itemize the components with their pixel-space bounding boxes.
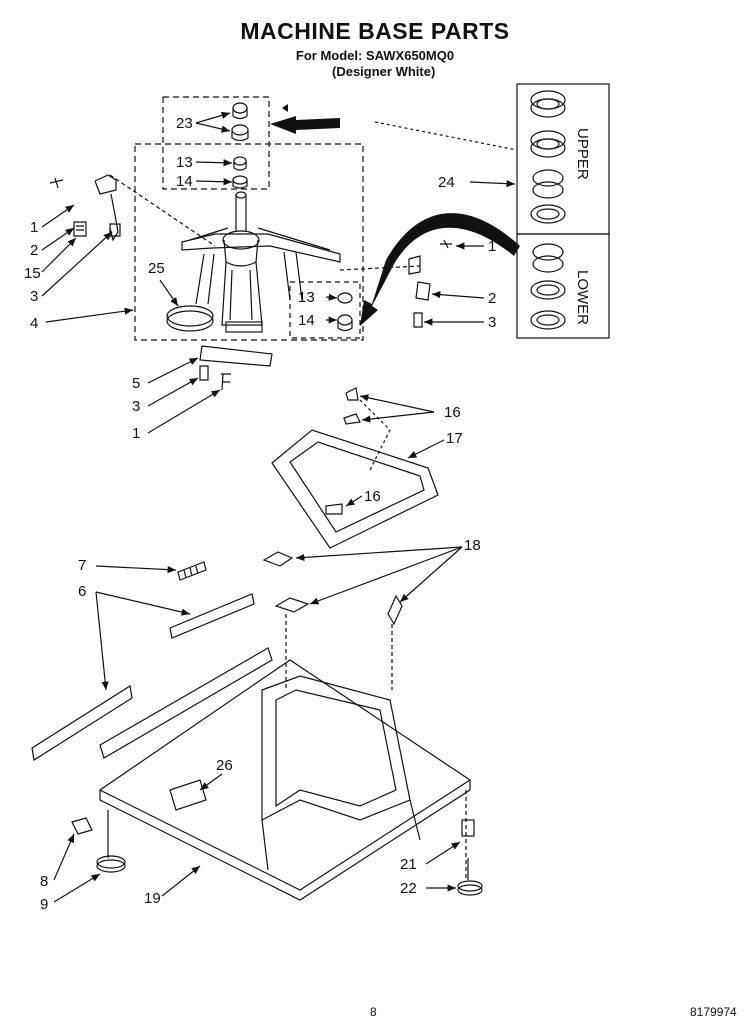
callout-23: 23: [176, 115, 193, 132]
document-number: 8179974: [690, 1005, 737, 1019]
callout-3-left: 3: [30, 288, 38, 305]
callout-labels: 23 13 14 1 2 15 3 4 25 24 13 14 1 2 3 5 …: [24, 115, 496, 913]
callout-14-right: 14: [298, 312, 315, 329]
transmission-assembly: [181, 191, 341, 333]
callout-19: 19: [144, 890, 161, 907]
callout-15: 15: [24, 265, 41, 282]
callout-22: 22: [400, 880, 417, 897]
inset-lower-box: [516, 233, 610, 339]
callout-21: 21: [400, 856, 417, 873]
callout-3-lower: 3: [132, 398, 140, 415]
callout-3-right: 3: [488, 314, 496, 331]
bearing-stack: [231, 102, 249, 189]
rails-6: [31, 593, 255, 761]
callout-26: 26: [216, 757, 233, 774]
callout-2-left: 2: [30, 242, 38, 259]
callout-18: 18: [464, 537, 481, 554]
upper-detail-box: [162, 96, 270, 190]
callout-8: 8: [40, 873, 48, 890]
callout-5: 5: [132, 375, 140, 392]
page-number: 8: [370, 1005, 377, 1019]
lower-left-bracket: [199, 345, 273, 391]
inset-lower-label: LOWER: [574, 270, 591, 325]
callout-25: 25: [148, 260, 165, 277]
callout-24: 24: [438, 174, 455, 191]
callout-14-top: 14: [176, 173, 193, 190]
small-arrow-mark: [282, 104, 288, 112]
callout-17: 17: [446, 430, 463, 447]
callout-16-top: 16: [444, 404, 461, 421]
inset-seals: [530, 90, 566, 330]
transmission-box: [134, 143, 364, 341]
bold-arrow-curved: [360, 213, 520, 326]
inset-upper-label: UPPER: [574, 128, 591, 180]
foot-left: [71, 810, 126, 873]
spring-7: [177, 561, 207, 581]
pads-18: [262, 551, 403, 690]
callout-13-right: 13: [298, 289, 315, 306]
callout-16-lower: 16: [364, 488, 381, 505]
foot-right: [457, 790, 483, 896]
pan-frame-17: [271, 387, 439, 549]
model-line: For Model: SAWX650MQ0: [295, 48, 455, 63]
callout-7: 7: [78, 557, 86, 574]
callout-6: 6: [78, 583, 86, 600]
ring-25: [166, 305, 214, 332]
machine-base-19: [98, 647, 472, 901]
right-bracket-parts: [408, 239, 452, 328]
page-title: MACHINE BASE PARTS: [240, 18, 510, 44]
callout-13-top: 13: [176, 154, 193, 171]
callout-2-right: 2: [488, 290, 496, 307]
bold-arrow-top: [270, 116, 340, 134]
right-bearings: [337, 292, 353, 332]
left-bracket-parts: [49, 174, 121, 242]
callout-1-lower: 1: [132, 425, 140, 442]
callout-1-right: 1: [488, 238, 496, 255]
callout-4: 4: [30, 315, 38, 332]
callout-1-left: 1: [30, 219, 38, 236]
variant-line: (Designer White): [332, 64, 436, 79]
callout-9: 9: [40, 896, 48, 913]
